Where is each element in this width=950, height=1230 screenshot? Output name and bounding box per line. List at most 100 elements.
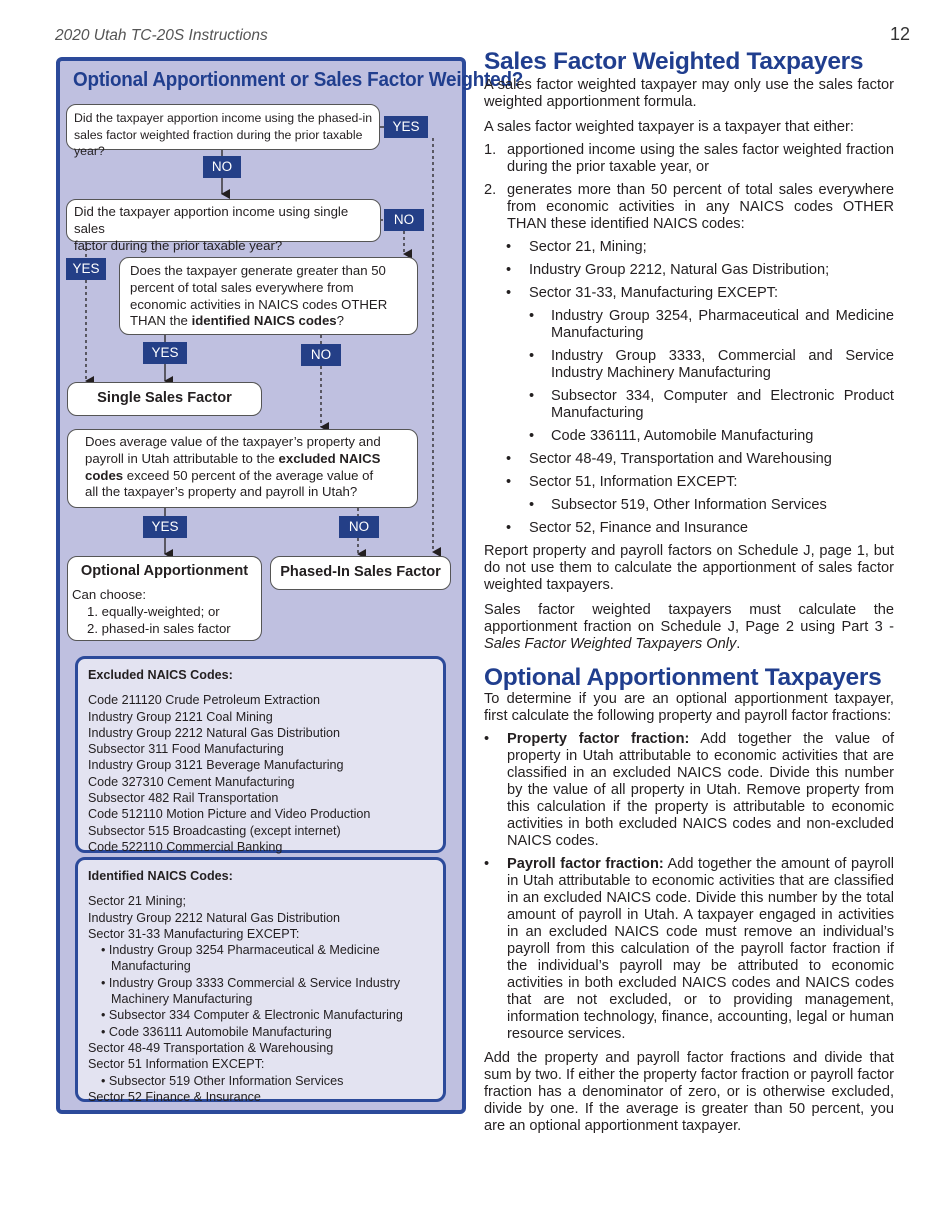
phased-in-sales-factor-box: Phased-In Sales Factor [270,556,451,590]
sfw-para-4-pre: Sales factor weighted taxpayers must cal… [484,602,894,635]
excluded-heading: Excluded NAICS Codes: [88,668,233,682]
sfw-subbullet: •Industry Group 3333, Commercial and Ser… [529,348,894,381]
identified-subitem: • Industry Group 3333 Commercial & Servi… [101,975,401,990]
identified-naics-box: Identified NAICS Codes: Sector 21 Mining… [75,857,446,1104]
excluded-item: Subsector 482 Rail Transportation [88,791,279,806]
identified-item: Sector 31-33 Manufacturing EXCEPT: [88,926,300,941]
sfw-subbullet: •Subsector 334, Computer and Electronic … [529,388,894,421]
q3-line3: economic activities in NAICS codes OTHER [130,296,388,312]
q2-line1: Did the taxpayer apportion income using … [74,204,349,236]
q1-no-tag: NO [203,156,241,178]
oat-heading: Optional Apportionment Taxpayers [484,664,882,691]
q4-yes-tag: YES [143,516,187,538]
question-phased-in: Did the taxpayer apportion income using … [66,104,380,158]
sfw-list-num-1: 1. [484,142,497,158]
sfw-list-item-2: 2. generates more than 50 percent of tot… [484,182,894,233]
sfw-list-item-1: 1. apportioned income using the sales fa… [484,142,894,176]
q2-yes-tag: YES [66,258,106,280]
excluded-item: Industry Group 2212 Natural Gas Distribu… [88,725,340,740]
excluded-item: Industry Group 2121 Coal Mining [88,709,273,724]
sfw-bullet: •Sector 21, Mining; [484,239,894,256]
sfw-para-2: A sales factor weighted taxpayer is a ta… [484,119,854,135]
identified-item: Sector 48-49 Transportation & Warehousin… [88,1040,334,1055]
optional-apportionment-box: Optional Apportionment Can choose: 1. eq… [67,556,262,641]
sfw-subbullet-text: Code 336111, Automobile Manufacturing [551,428,814,444]
sfw-bullet: •Sector 48-49, Transportation and Wareho… [484,451,894,468]
oat-payroll-label: Payroll factor fraction: [507,856,664,872]
q4-line3: codes exceed 50 percent of the average v… [85,468,411,485]
identified-heading: Identified NAICS Codes: [88,869,233,883]
optional-can-choose: Can choose: [72,587,147,602]
sfw-heading: Sales Factor Weighted Taxpayers [484,48,864,75]
oat-payroll-text: Add together the amount of payroll in Ut… [507,856,894,1042]
single-sales-factor-box: Single Sales Factor [67,382,262,416]
sfw-subbullet: •Subsector 519, Other Information Servic… [484,497,894,514]
q3-line4-pre: THAN the [130,313,192,329]
question-single-sales: Did the taxpayer apportion income using … [66,199,381,253]
sfw-para-4-post: . [736,636,741,652]
optional-title: Optional Apportionment [80,563,249,579]
sfw-bullet: •Sector 31-33, Manufacturing EXCEPT: [484,285,894,302]
q1-line1: Did the taxpayer apportion income using … [74,111,373,125]
oat-para-1: To determine if you are an optional appo… [484,691,894,724]
sfw-para-4-italic: Sales Factor Weighted Taxpayers Only [484,636,737,652]
flowchart-title: Optional Apportionment or Sales Factor W… [73,68,524,91]
identified-item: Sector 51 Information EXCEPT: [88,1057,265,1072]
question-identified-naics: Does the taxpayer generate greater than … [119,257,418,335]
question-excluded-naics: Does average value of the taxpayer’s pro… [67,429,418,508]
q3-line4: THAN the identified NAICS codes? [130,313,411,330]
identified-subitem-cont: Manufacturing [111,959,191,974]
sfw-list-text-1: apportioned income using the sales facto… [507,142,894,175]
sfw-bullet-text: Sector 21, Mining; [529,239,647,255]
identified-subitem: • Industry Group 3254 Pharmaceutical & M… [101,943,380,958]
q3-line2: percent of total sales everywhere from [130,279,354,295]
sfw-bullet: •Industry Group 2212, Natural Gas Distri… [484,262,894,279]
identified-subitem: • Subsector 334 Computer & Electronic Ma… [101,1008,403,1023]
identified-item: Industry Group 2212 Natural Gas Distribu… [88,910,340,925]
q4-line1: Does average value of the taxpayer’s pro… [85,434,381,449]
identified-subitem: • Code 336111 Automobile Manufacturing [101,1024,332,1039]
sfw-bullet: •Sector 51, Information EXCEPT: [484,474,894,491]
identified-subitem-cont: Machinery Manufacturing [111,992,253,1007]
sfw-subbullet-text: Subsector 519, Other Information Service… [551,497,827,513]
oat-para-2: Add the property and payroll factor frac… [484,1050,894,1134]
sfw-bullet-text: Industry Group 2212, Natural Gas Distrib… [529,262,830,278]
sfw-para-4: Sales factor weighted taxpayers must cal… [484,602,894,653]
q2-line2: factor during the prior taxable year? [74,237,283,253]
identified-item: Sector 21 Mining; [88,894,187,909]
excluded-item: Subsector 311 Food Manufacturing [88,742,284,757]
q3-no-tag: NO [301,344,341,366]
right-column: Sales Factor Weighted Taxpayers A sales … [484,48,894,1135]
excluded-item: Subsector 515 Broadcasting (except inter… [88,823,341,838]
sfw-list-text-2: generates more than 50 percent of total … [507,182,894,232]
identified-subitem: • Subsector 519 Other Information Servic… [101,1073,344,1088]
q4-line4: all the taxpayer’s property and payroll … [85,484,358,500]
excluded-item: Code 522110 Commercial Banking [88,839,283,854]
excluded-item: Code 327310 Cement Manufacturing [88,774,295,789]
document-title: 2020 Utah TC-20S Instructions [55,27,268,44]
q4-no-tag: NO [339,516,379,538]
q2-no-tag: NO [384,209,424,231]
optional-option-2: 2. phased-in sales factor [87,620,231,636]
oat-bullet-payroll: • Payroll factor fraction: Add together … [484,856,894,1042]
excluded-item: Code 512110 Motion Picture and Video Pro… [88,807,371,822]
excluded-naics-box: Excluded NAICS Codes: Code 211120 Crude … [75,656,446,854]
oat-property-text: Add together the value of property in Ut… [507,731,894,849]
page-number: 12 [889,24,910,44]
identified-item: Sector 52 Finance & Insurance [88,1089,261,1104]
q3-line4-post: ? [336,313,344,329]
oat-property-label: Property factor fraction: [507,731,690,747]
excluded-item: Code 211120 Crude Petroleum Extraction [88,693,320,708]
sfw-para-3: Report property and payroll factors on S… [484,543,894,593]
sfw-subbullet-text: Industry Group 3333, Commercial and Serv… [551,348,894,381]
sfw-para-1: A sales factor weighted taxpayer may onl… [484,77,894,110]
q3-line4-bold: identified NAICS codes [191,313,337,329]
q1-yes-tag: YES [384,116,428,138]
sfw-bullet-text: Sector 52, Finance and Insurance [529,520,749,536]
q3-yes-tag: YES [143,342,187,364]
q4-line3-post: exceed 50 percent of the average value o… [123,467,374,483]
sfw-list-num-2: 2. [484,182,497,198]
excluded-item: Industry Group 3121 Beverage Manufacturi… [88,758,344,773]
sfw-bullet-text: Sector 31-33, Manufacturing EXCEPT: [529,285,779,301]
q4-line3-bold: codes [85,467,124,483]
